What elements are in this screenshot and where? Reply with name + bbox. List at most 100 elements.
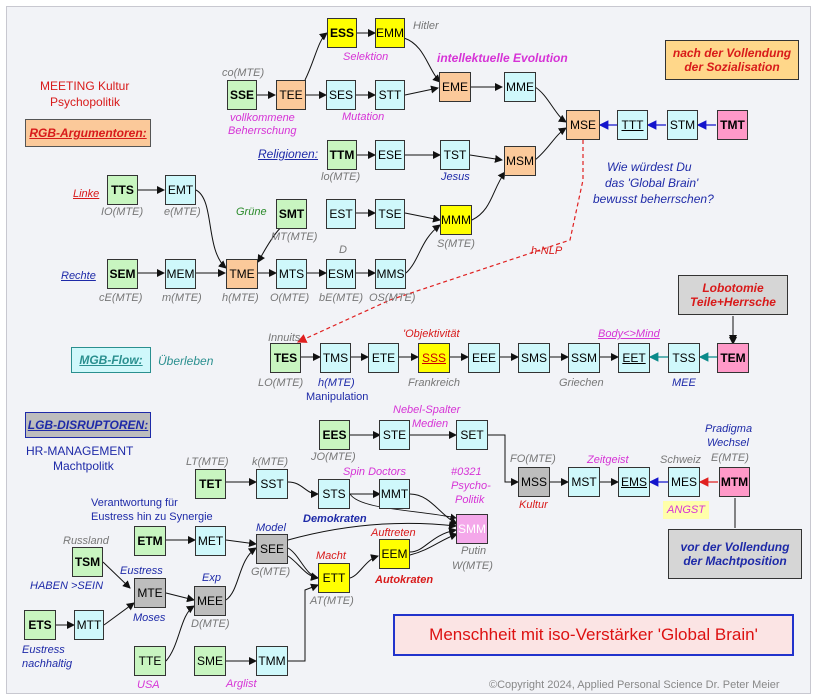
label-e-mte: e(MTE) (164, 206, 201, 218)
label-arglist: Arglist (226, 678, 257, 690)
node-mms[interactable]: MMS (375, 259, 406, 289)
node-mmt[interactable]: MMT (379, 479, 410, 509)
label-medien: Medien (412, 418, 449, 430)
label-spin-doctors: Spin Doctors (343, 466, 406, 478)
copyright: ©Copyright 2024, Applied Personal Scienc… (489, 679, 780, 691)
node-sem[interactable]: SEM (107, 259, 138, 289)
node-tsm[interactable]: TSM (72, 547, 103, 577)
node-ems[interactable]: EMS (618, 467, 650, 497)
label-hitler: Hitler (413, 20, 439, 32)
node-stt[interactable]: STT (375, 80, 405, 110)
node-ttm[interactable]: TTM (327, 140, 357, 170)
label-h-nlp: h-NLP (531, 245, 563, 257)
label-os-mte: OS(MTE) (369, 292, 416, 304)
node-emt[interactable]: EMT (165, 175, 196, 205)
label-h-mte2: h(MTE) (318, 377, 355, 389)
node-mst[interactable]: MST (568, 467, 600, 497)
node-etm[interactable]: ETM (134, 526, 166, 556)
node-tst[interactable]: TST (440, 140, 470, 170)
vor-line2: der Machtposition (683, 554, 787, 568)
label-at-mte: AT(MTE) (310, 595, 354, 607)
node-mme[interactable]: MME (504, 72, 536, 102)
node-stm[interactable]: STM (667, 110, 698, 140)
node-mse[interactable]: MSE (566, 110, 600, 140)
node-tem[interactable]: TEM (717, 343, 749, 373)
question-line3: bewusst beherrschen? (593, 192, 714, 206)
node-smt[interactable]: SMT (276, 199, 307, 229)
node-ets[interactable]: ETS (24, 610, 56, 640)
node-mts[interactable]: MTS (276, 259, 307, 289)
node-tse[interactable]: TSE (375, 199, 405, 229)
node-tet[interactable]: TET (195, 469, 226, 499)
label-d-mte: D(MTE) (191, 618, 230, 630)
node-eem[interactable]: EEM (379, 539, 410, 569)
label-lo-mte2: LO(MTE) (258, 377, 304, 389)
label-o-mte: O(MTE) (270, 292, 310, 304)
label-beherrschung: Beherrschung (228, 125, 297, 137)
label-wechsel: Wechsel (707, 437, 749, 449)
node-tee[interactable]: TEE (276, 80, 306, 110)
node-tmm[interactable]: TMM (256, 646, 288, 676)
node-sts[interactable]: STS (318, 479, 350, 509)
node-tme[interactable]: TME (226, 259, 258, 289)
node-emm[interactable]: EMM (375, 18, 405, 48)
label-demokraten: Demokraten (303, 513, 367, 525)
node-tmt[interactable]: TMT (717, 110, 748, 140)
node-tss[interactable]: TSS (668, 343, 700, 373)
label-rechte: Rechte (61, 270, 96, 282)
node-mmm[interactable]: MMM (440, 205, 472, 235)
nach-line1: nach der Vollendung (672, 46, 792, 60)
question-line1: Wie würdest Du (607, 160, 692, 174)
node-sst[interactable]: SST (256, 469, 288, 499)
node-ssm[interactable]: SSM (568, 343, 600, 373)
node-ees[interactable]: EES (319, 420, 350, 450)
node-mtm[interactable]: MTM (719, 467, 750, 497)
node-mss[interactable]: MSS (518, 467, 550, 497)
node-ese[interactable]: ESE (375, 140, 405, 170)
node-mee[interactable]: MEE (194, 586, 226, 616)
node-mtt[interactable]: MTT (74, 610, 104, 640)
node-mes[interactable]: MES (668, 467, 700, 497)
node-sse[interactable]: SSE (227, 80, 257, 110)
node-mem[interactable]: MEM (165, 259, 196, 289)
node-est[interactable]: EST (326, 199, 356, 229)
node-eet[interactable]: EET (618, 343, 650, 373)
node-sms[interactable]: SMS (518, 343, 550, 373)
node-tts[interactable]: TTS (107, 175, 138, 205)
node-tes[interactable]: TES (270, 343, 301, 373)
node-sss[interactable]: SSS (418, 343, 450, 373)
label-auftreten: Auftreten (371, 527, 416, 539)
node-mte[interactable]: MTE (134, 578, 166, 608)
label-mt-mte: MT(MTE) (271, 231, 318, 243)
label-haben-sein: HABEN >SEIN (30, 580, 104, 592)
nach-line2: der Sozialisation (684, 60, 780, 74)
node-ess[interactable]: ESS (327, 18, 357, 48)
node-see[interactable]: SEE (256, 534, 288, 564)
label-rgb-argumentoren: RGB-Argumentoren: (25, 119, 151, 147)
node-eee[interactable]: EEE (468, 343, 500, 373)
node-ste[interactable]: STE (379, 420, 410, 450)
node-esm[interactable]: ESM (326, 259, 356, 289)
node-eme[interactable]: EME (439, 72, 471, 102)
node-tte[interactable]: TTE (134, 646, 166, 676)
title-box: Menschheit mit iso-Verstärker 'Global Br… (393, 614, 794, 656)
label-ueberleben: Überleben (158, 354, 214, 368)
node-smm[interactable]: SMM (456, 514, 488, 544)
node-msm[interactable]: MSM (504, 146, 536, 176)
node-met[interactable]: MET (195, 526, 226, 556)
node-ett[interactable]: ETT (318, 563, 350, 593)
node-set[interactable]: SET (456, 420, 488, 450)
node-ttt[interactable]: TTT (617, 110, 648, 140)
node-ses[interactable]: SES (326, 80, 356, 110)
node-sme[interactable]: SME (194, 646, 226, 676)
node-tms[interactable]: TMS (320, 343, 351, 373)
node-ete[interactable]: ETE (368, 343, 399, 373)
label-frankreich: Frankreich (408, 377, 460, 389)
label-eustress: Eustress (120, 565, 163, 577)
label-russland: Russland (63, 535, 109, 547)
label-m-mte: m(MTE) (162, 292, 202, 304)
label-mgb-flow: MGB-Flow: (71, 347, 151, 373)
label-s-mte: S(MTE) (437, 238, 475, 250)
